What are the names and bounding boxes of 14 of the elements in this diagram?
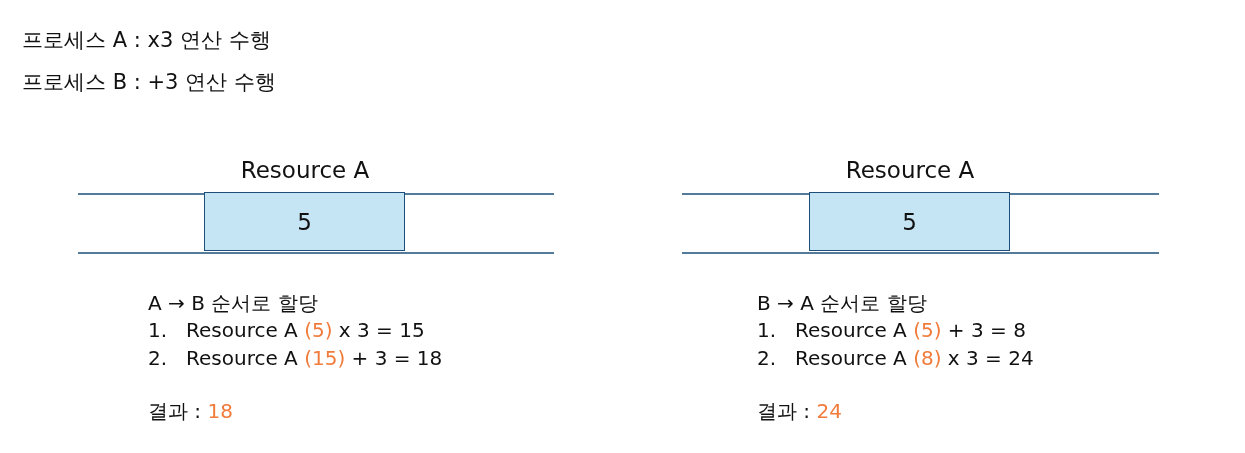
calculation-step: 1. Resource A (5) + 3 = 8 (757, 318, 1026, 342)
calculation-step: 2. Resource A (15) + 3 = 18 (148, 346, 443, 370)
result-text: 결과 : 18 (148, 398, 233, 425)
resource-heading: Resource A (844, 157, 976, 183)
process-description: 프로세스 A : x3 연산 수행 (22, 27, 271, 54)
order-heading: A → B 순서로 할당 (148, 290, 318, 317)
result-text: 결과 : 24 (757, 398, 842, 425)
memory-cell: 5 (204, 192, 405, 251)
calculation-step: 2. Resource A (8) x 3 = 24 (757, 346, 1034, 370)
calculation-step: 1. Resource A (5) x 3 = 15 (148, 318, 425, 342)
memory-cell: 5 (809, 192, 1010, 251)
order-heading: B → A 순서로 할당 (757, 290, 927, 317)
resource-heading: Resource A (239, 157, 371, 183)
process-description: 프로세스 B : +3 연산 수행 (22, 69, 276, 96)
